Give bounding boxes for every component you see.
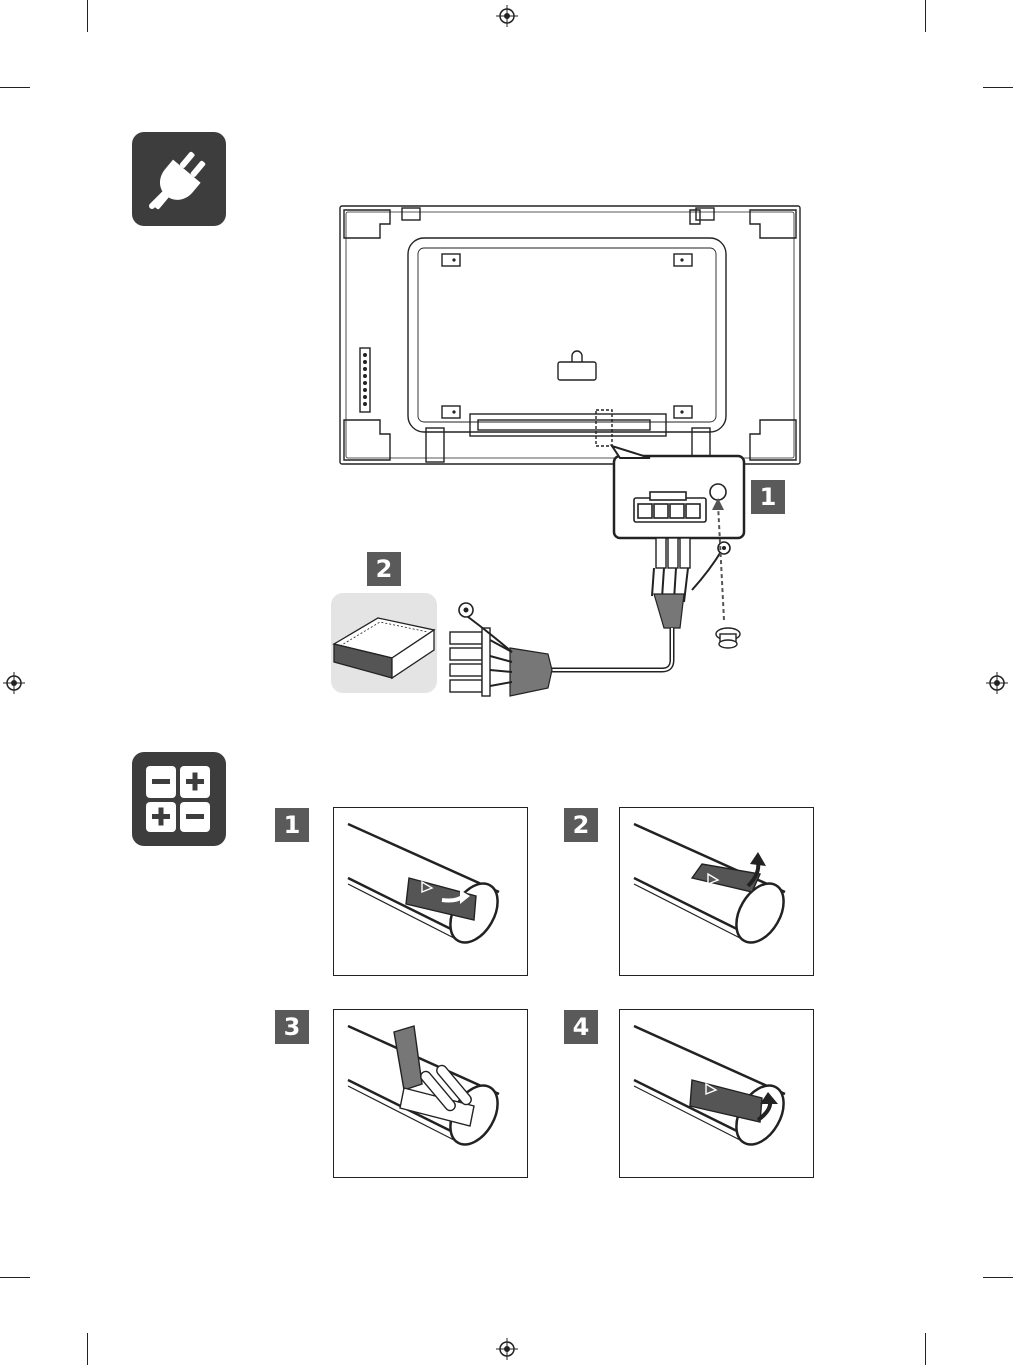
power-step-badge-2: 2: [367, 552, 401, 586]
registration-mark-icon: [3, 672, 25, 694]
screw-illustration: [716, 628, 740, 648]
battery-step-badge-3: 3: [275, 1010, 309, 1044]
battery-step-panel-3: [333, 1009, 528, 1178]
crop-mark-bottom-right-h: [983, 1277, 1013, 1278]
battery-step-badge-1: 1: [275, 808, 309, 842]
crop-mark-bottom-right-v: [925, 1333, 926, 1365]
crop-mark-bottom-left-h: [0, 1277, 30, 1278]
registration-mark-icon: [496, 5, 518, 27]
registration-mark-icon: [986, 672, 1008, 694]
power-connection-diagram: [320, 200, 810, 700]
battery-step-panel-1: [333, 807, 528, 976]
crop-mark-bottom-left-v: [87, 1333, 88, 1365]
registration-mark-icon: [496, 1338, 518, 1360]
power-plug-icon: [132, 132, 226, 226]
battery-step-panel-4: [619, 1009, 814, 1178]
crop-mark-top-right-v: [925, 0, 926, 32]
battery-step-badge-2: 2: [564, 808, 598, 842]
battery-step-panel-2: [619, 807, 814, 976]
crop-mark-top-left-h: [0, 87, 30, 88]
crop-mark-top-right-h: [983, 87, 1013, 88]
battery-step-badge-4: 4: [564, 1010, 598, 1044]
power-step-badge-1: 1: [751, 480, 785, 514]
battery-icon: [132, 752, 226, 846]
crop-mark-top-left-v: [87, 0, 88, 32]
monitor-back-illustration: [340, 206, 800, 464]
